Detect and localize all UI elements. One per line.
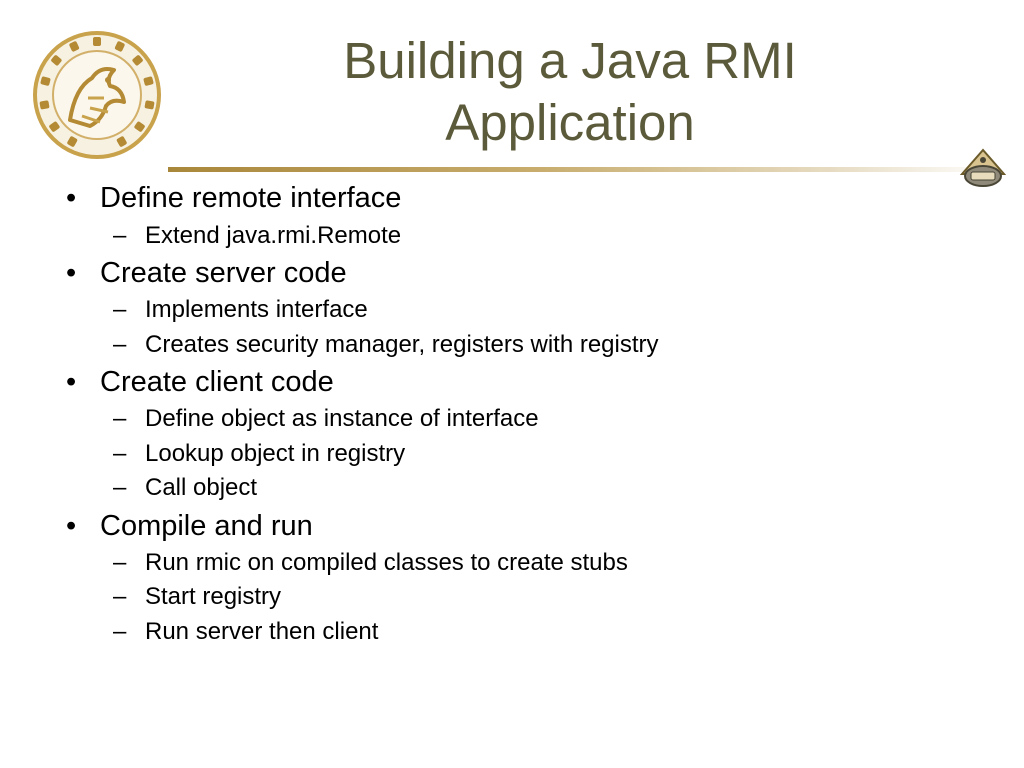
sub-item-text: Lookup object in registry (145, 440, 406, 467)
bullet-item-1: • Define remote interface (56, 180, 401, 216)
sub-item-1-1: –Extend java.rmi.Remote (113, 221, 401, 251)
sub-item-text: Run rmic on compiled classes to create s… (145, 549, 628, 576)
dash-glyph: – (113, 549, 127, 576)
sub-item-2-2: –Creates security manager, registers wit… (113, 330, 659, 360)
sub-item-4-2: –Start registry (113, 582, 281, 612)
dash-glyph: – (113, 331, 127, 358)
bullet-glyph: • (66, 510, 77, 542)
slide-title: Building a Java RMI Application (250, 30, 890, 154)
bullet-glyph: • (66, 257, 77, 289)
university-emblem-icon (959, 148, 1007, 187)
title-divider (168, 167, 1000, 172)
sub-item-text: Creates security manager, registers with… (145, 331, 659, 358)
slide-title-line-2: Application (445, 94, 695, 151)
slide-title-line-1: Building a Java RMI (343, 32, 797, 89)
sub-item-3-2: –Lookup object in registry (113, 439, 405, 469)
sub-item-3-3: –Call object (113, 473, 257, 503)
dash-glyph: – (113, 618, 127, 645)
university-seal-icon (33, 31, 161, 159)
dash-glyph: – (113, 405, 127, 432)
dash-glyph: – (113, 583, 127, 610)
sub-item-text: Extend java.rmi.Remote (145, 222, 402, 249)
bullet-item-3: • Create client code (56, 364, 334, 400)
bullet-item-2: • Create server code (56, 255, 347, 291)
sub-item-text: Implements interface (145, 296, 368, 323)
sub-item-4-3: –Run server then client (113, 617, 378, 647)
dash-glyph: – (113, 296, 127, 323)
bullet-glyph: • (66, 182, 77, 214)
bullet-text: Create server code (100, 257, 347, 289)
dash-glyph: – (113, 222, 127, 249)
sub-item-text: Start registry (145, 583, 282, 610)
bullet-item-4: • Compile and run (56, 508, 313, 544)
dash-glyph: – (113, 474, 127, 501)
sub-item-4-1: –Run rmic on compiled classes to create … (113, 548, 628, 578)
sub-item-text: Define object as instance of interface (145, 405, 539, 432)
sub-item-text: Call object (145, 474, 258, 501)
bullet-text: Compile and run (100, 510, 313, 542)
dash-glyph: – (113, 440, 127, 467)
bullet-text: Define remote interface (100, 182, 402, 214)
bullet-text: Create client code (100, 366, 334, 398)
sub-item-text: Run server then client (145, 618, 379, 645)
sub-item-2-1: –Implements interface (113, 295, 368, 325)
bullet-glyph: • (66, 366, 77, 398)
sub-item-3-1: –Define object as instance of interface (113, 404, 539, 434)
